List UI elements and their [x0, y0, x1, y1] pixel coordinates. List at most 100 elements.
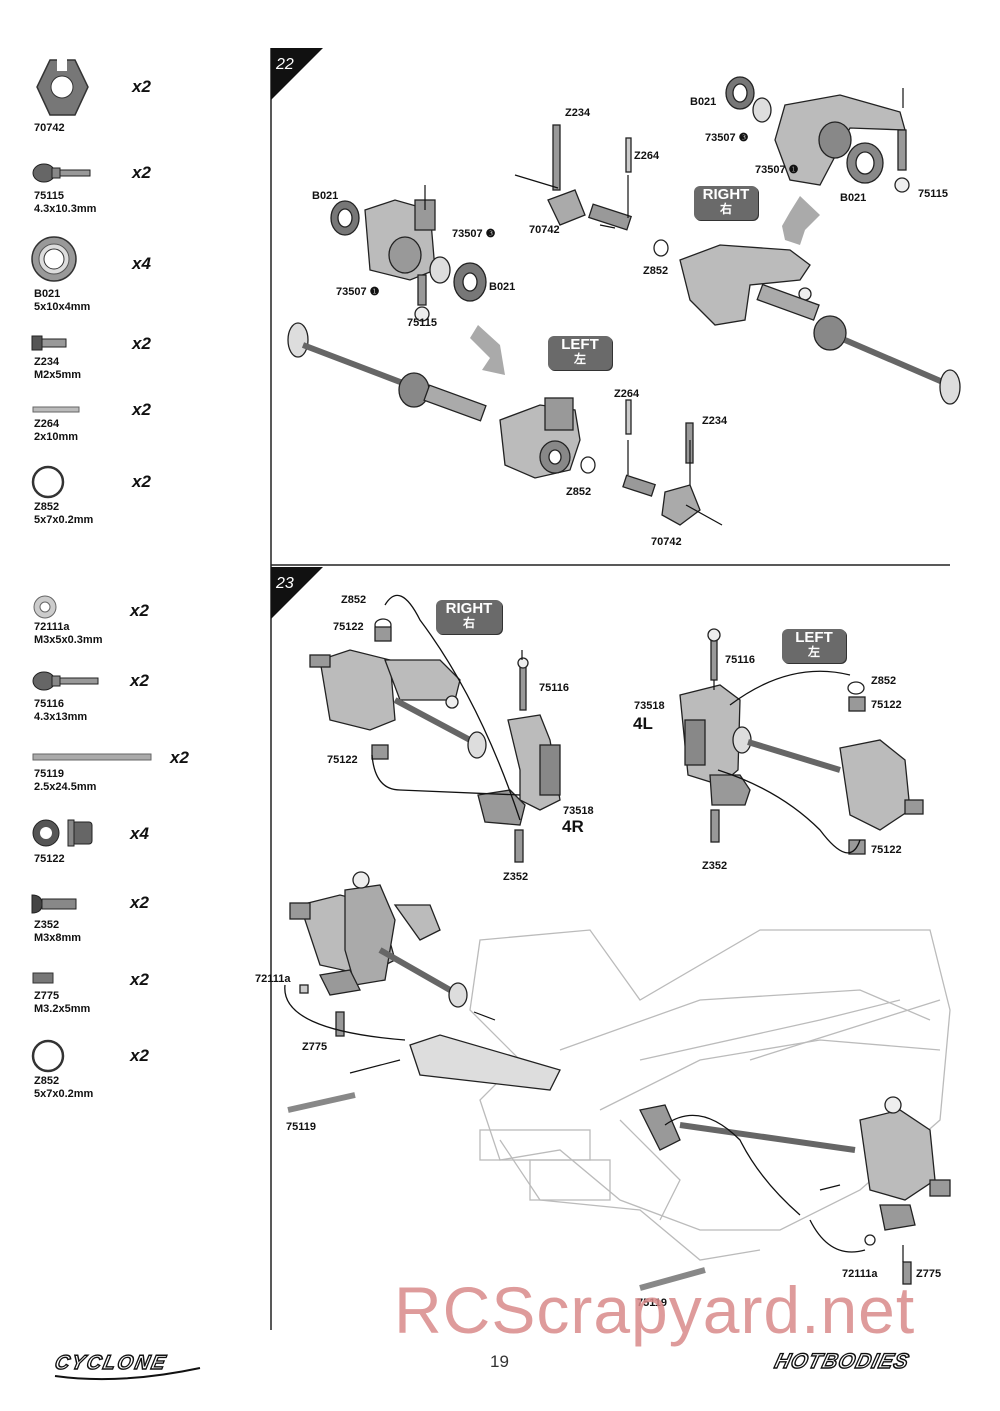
page-number: 19	[490, 1352, 509, 1371]
bushing-icon	[32, 819, 93, 847]
callout: Z234	[702, 415, 728, 427]
part-code: Z775	[34, 990, 60, 1002]
washer-icon	[33, 595, 57, 619]
part-qty: x4	[132, 254, 151, 273]
callout: Z852	[566, 486, 592, 498]
callout: 72111a	[842, 1268, 878, 1280]
hex-nut-icon	[36, 59, 89, 116]
part-size: M2x5mm	[34, 369, 82, 381]
callout: 73507 ❸	[705, 132, 749, 144]
callout: Z775	[916, 1268, 942, 1280]
part-size: 2x10mm	[34, 431, 79, 443]
callout: 75115	[407, 317, 437, 329]
part-qty: x2	[130, 601, 149, 620]
callout: Z352	[503, 871, 529, 883]
callout: B021	[690, 96, 717, 108]
callout: B021	[840, 192, 867, 204]
callout: B021	[489, 281, 516, 293]
ball-stud-icon	[32, 671, 99, 691]
callout: Z264	[614, 388, 640, 400]
callout: Z264	[634, 150, 660, 162]
part-code: 72111a	[34, 621, 70, 633]
callout: 75115	[918, 188, 948, 200]
callout: 75122	[333, 621, 364, 633]
part-code: 75115	[34, 190, 64, 202]
part-code: Z852	[34, 1075, 60, 1087]
callout: Z852	[871, 675, 897, 687]
part-size: 5x7x0.2mm	[34, 1088, 94, 1100]
callout: 73507 ❸	[452, 228, 496, 240]
callout: 73507 ❶	[755, 164, 799, 176]
callout: Z852	[341, 594, 367, 606]
callout: 75119	[286, 1121, 316, 1133]
callout: 73518	[634, 700, 665, 712]
callout: 75122	[327, 754, 358, 766]
callout: B021	[312, 190, 339, 202]
shim-icon	[31, 1039, 65, 1073]
part-code: Z852	[34, 501, 60, 513]
ball-stud-icon	[32, 163, 91, 183]
button-screw-icon	[31, 894, 77, 914]
watermark: RCScrapyard.net	[394, 1273, 916, 1347]
part-qty: x2	[132, 77, 151, 96]
part-qty: x2	[130, 1046, 149, 1065]
long-pin-icon	[32, 753, 152, 761]
callout: 70742	[529, 224, 560, 236]
callout: 73518	[563, 805, 594, 817]
part-size: M3x8mm	[34, 932, 82, 944]
part-size: M3.2x5mm	[34, 1003, 91, 1015]
part-size: 4.3x13mm	[34, 711, 88, 723]
part-code: 70742	[34, 122, 65, 134]
part-code: Z352	[34, 919, 60, 931]
callout: 72111a	[255, 973, 291, 985]
part-size: 2.5x24.5mm	[34, 781, 97, 793]
part-code: Z234	[34, 356, 60, 368]
part-qty: x2	[130, 970, 149, 989]
part-size: 5x10x4mm	[34, 301, 91, 313]
callout: Z775	[302, 1041, 328, 1053]
callout: Z352	[702, 860, 728, 872]
part-size: 4.3x10.3mm	[34, 203, 97, 215]
part-qty: x2	[132, 163, 151, 182]
callout: 75116	[539, 682, 569, 694]
callout: 73507 ❶	[336, 286, 380, 298]
part-qty: x2	[130, 671, 149, 690]
callout: 70742	[651, 536, 682, 548]
callout: 75122	[871, 699, 902, 711]
set-screw-icon	[32, 972, 54, 984]
side-label: 4R	[562, 817, 584, 836]
part-qty: x2	[132, 472, 151, 491]
part-size: M3x5x0.3mm	[34, 634, 103, 646]
callout: Z234	[565, 107, 591, 119]
callout: 75122	[871, 844, 902, 856]
part-code: B021	[34, 288, 61, 300]
bearing-icon	[31, 236, 77, 282]
part-qty: x4	[130, 824, 149, 843]
step-23-number: 23	[276, 575, 294, 592]
pin-icon	[32, 406, 80, 413]
screw-icon	[31, 335, 67, 351]
part-qty: x2	[132, 400, 151, 419]
part-qty: x2	[130, 893, 149, 912]
part-code: 75116	[34, 698, 64, 710]
shim-icon	[31, 465, 65, 499]
step-22-number: 22	[276, 56, 294, 73]
callout: 75119	[637, 1297, 667, 1309]
part-qty: x2	[170, 748, 189, 767]
part-code: 75119	[34, 768, 64, 780]
side-label: 4L	[633, 714, 653, 733]
part-size: 5x7x0.2mm	[34, 514, 94, 526]
callout: 75116	[725, 654, 755, 666]
part-qty: x2	[132, 334, 151, 353]
part-code: Z264	[34, 418, 60, 430]
part-code: 75122	[34, 853, 65, 865]
callout: Z852	[643, 265, 669, 277]
